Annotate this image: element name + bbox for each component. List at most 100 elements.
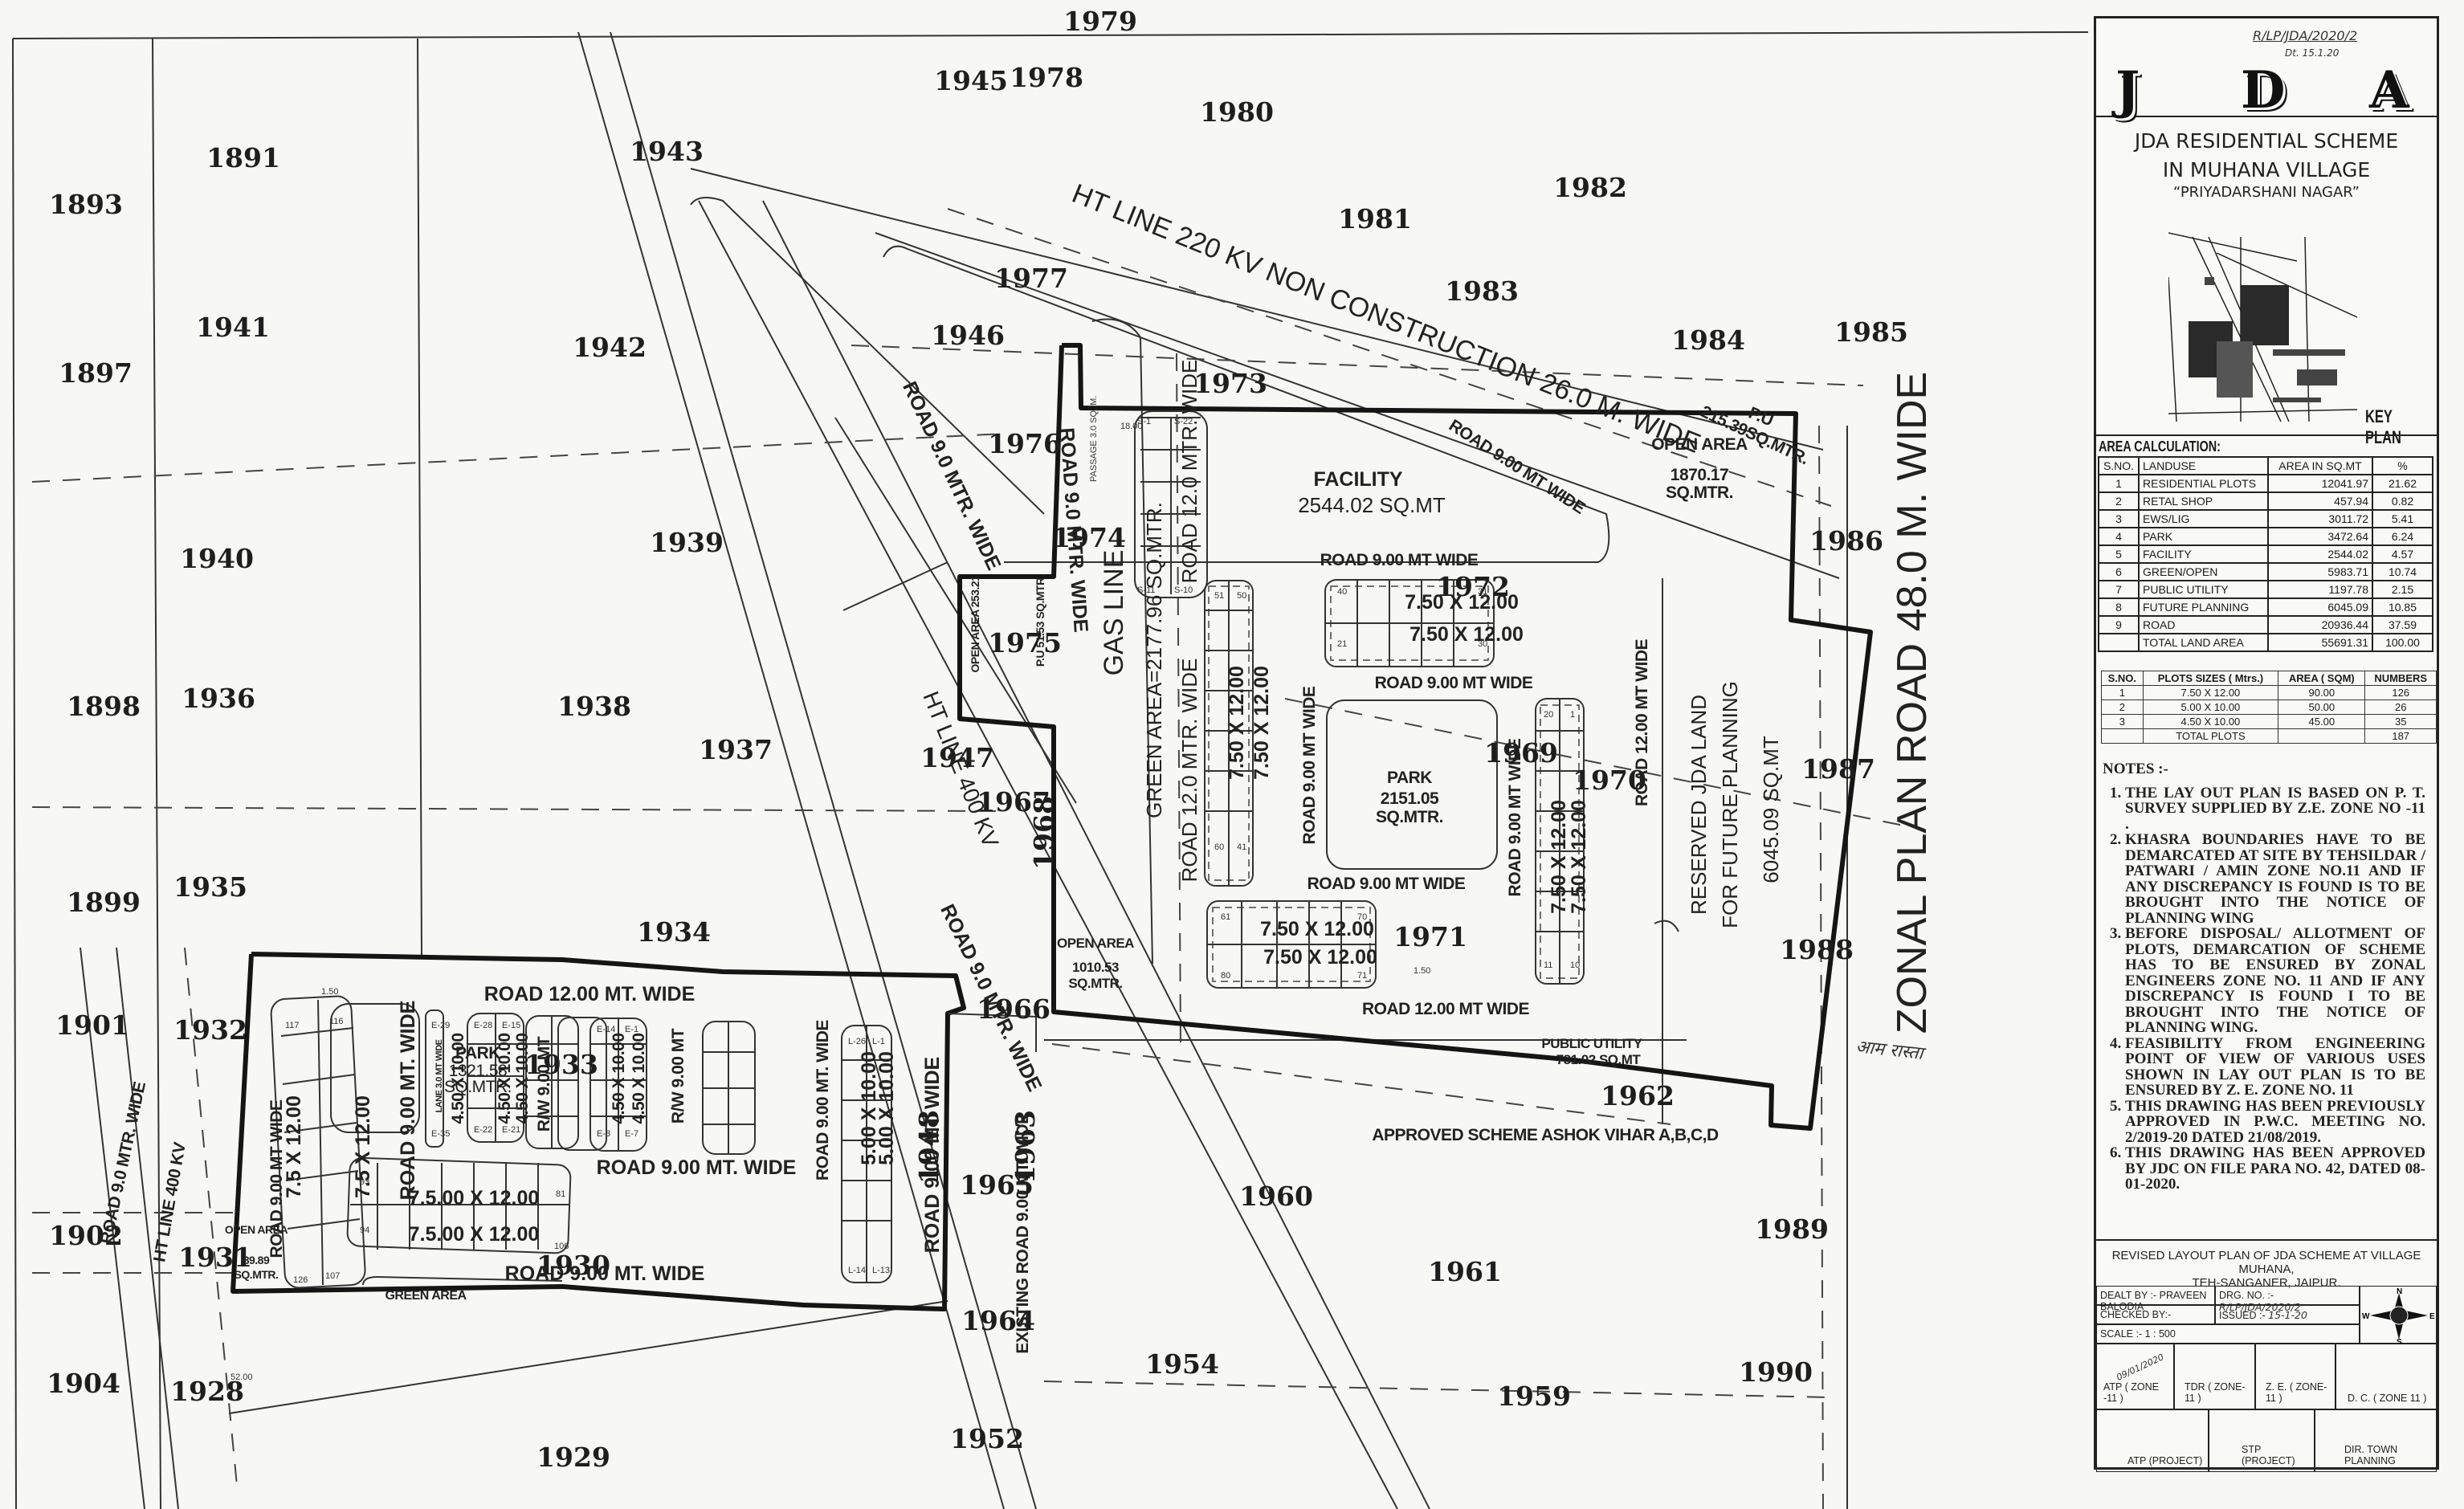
plot-numbers: 51 50 60 41 40 31 21 30 20 1 11 10 61 70…	[285, 417, 1580, 1285]
cell-area: 1197.78	[2267, 580, 2373, 599]
plot-size: 7.5 X 12.00	[283, 1095, 305, 1198]
header-sno: S.NO.	[2098, 456, 2140, 475]
plot-number: E-21	[502, 1125, 520, 1135]
cell-sno: 2	[2098, 491, 2140, 511]
road-label: ROAD 9.00 MT WIDE	[1375, 674, 1533, 692]
road-label: ROAD 12.00 MT. WIDE	[484, 983, 696, 1005]
khasra-number: 1976	[988, 428, 1062, 459]
khasra-number: 1983	[1445, 275, 1519, 307]
plot-number: 30	[1478, 639, 1487, 649]
khasra-number: 1932	[173, 1014, 247, 1046]
khasra-number: 1975	[988, 627, 1062, 659]
pu-51-label: P.U 51.53 SQ.MTR.	[1034, 575, 1046, 667]
cell-sno: 4	[2098, 527, 2140, 546]
key-plan-label: KEY PLAN	[2365, 406, 2401, 447]
open-area-value: 1010.53	[1072, 960, 1119, 975]
khasra-number: 1982	[1553, 172, 1627, 203]
khasra-number: 1939	[650, 527, 724, 558]
note-item: THIS DRAWING HAS BEEN APPROVED BY JDC ON…	[2125, 1145, 2425, 1193]
table-header: S.NO. PLOTS SIZES ( Mtrs.) AREA ( SQM) N…	[2101, 671, 2437, 686]
cell-landuse: GREEN/OPEN	[2138, 562, 2269, 581]
signatory-label: TDR ( ZONE-11 )	[2185, 1381, 2246, 1404]
approved-scheme-label: APPROVED SCHEME ASHOK VIHAR A,B,C,D	[1372, 1126, 1719, 1144]
khasra-numbers: 1893 1891 1943 1945 1978 1980 1981 1982 …	[47, 6, 1908, 1473]
plot-number: 31	[1478, 587, 1487, 597]
park-area: 1321.58	[449, 1062, 507, 1080]
compass-north: N	[2397, 1287, 2402, 1296]
khasra-number: 1973	[1193, 368, 1267, 399]
khasra-number: 1929	[536, 1442, 610, 1473]
plot-number: 107	[325, 1271, 340, 1281]
khasra-number: 1986	[1809, 525, 1883, 557]
cell-area: 12041.97	[2267, 474, 2373, 493]
issued-date: ISSUED :- 15-1-20	[2215, 1305, 2360, 1324]
cell-sno: 8	[2098, 597, 2140, 617]
cell-area: 90.00	[2278, 685, 2366, 700]
plot-number: 60	[1214, 842, 1224, 852]
khasra-number: 1974	[1052, 522, 1126, 553]
khasra-number: 1948	[913, 1110, 944, 1184]
signature-tdr-zone: TDR ( ZONE-11 )	[2174, 1344, 2255, 1409]
scheme-boundary-north	[957, 343, 1873, 1131]
plot-number: 51	[1214, 591, 1224, 601]
cell-landuse: TOTAL LAND AREA	[2138, 633, 2269, 652]
drawing-number: DRG. NO. :- R/LP/JDA/2020/2	[2215, 1286, 2360, 1313]
header-area: AREA ( SQM)	[2278, 671, 2366, 686]
cell-percent: 2.15	[2372, 580, 2433, 599]
map-linework	[12, 31, 2089, 1509]
plot-size: 7.50 X 12.00	[1409, 623, 1524, 646]
dimension-label: 52.00	[230, 1372, 253, 1382]
plot-number: 81	[556, 1189, 565, 1199]
open-area-unit: SQ.MTR.	[235, 1268, 279, 1281]
plot-number: 126	[293, 1275, 308, 1285]
cell-sno: 9	[2098, 615, 2140, 634]
khasra-number: 1937	[699, 734, 773, 765]
cell-plot-size: 7.50 X 12.00	[2142, 685, 2279, 700]
cell-percent: 37.59	[2372, 615, 2433, 634]
plot-number: S-11	[1137, 585, 1155, 595]
khasra-number: 1938	[557, 691, 631, 722]
plot-size: 7.50 X 12.00	[1568, 800, 1590, 914]
road-label: ROAD 9.00 MT WIDE	[1300, 686, 1319, 844]
dealt-by: DEALT BY :- PRAVEEN BALODIA	[2096, 1286, 2215, 1312]
khasra-number: 1964	[961, 1305, 1035, 1336]
plot-size: 5.00 X 10.00	[875, 1051, 898, 1165]
cell-area	[2278, 728, 2366, 744]
cell-area: 50.00	[2278, 699, 2366, 715]
zonal-road-label: ZONAL PLAN ROAD 48.0 M. WIDE	[1889, 372, 1936, 1034]
cell-landuse: PARK	[2138, 527, 2269, 546]
open-area-unit: SQ.MTR.	[1068, 976, 1122, 991]
plot-number: S-1	[1137, 417, 1151, 426]
cell-landuse: FACILITY	[2138, 544, 2269, 564]
plot-number: 21	[1337, 639, 1347, 649]
plot-size: 7.50 X 12.00	[1405, 591, 1519, 614]
plot-number: 70	[1357, 912, 1367, 922]
plot-number: 10	[1570, 960, 1580, 970]
khasra-number: 1987	[1801, 753, 1875, 785]
area-calculation-title: AREA CALCULATION:	[2099, 438, 2221, 455]
header-area: AREA IN SQ.MT	[2267, 456, 2373, 475]
cell-percent: 6.24	[2372, 527, 2433, 546]
signature-atp-project: ATP (PROJECT)	[2096, 1409, 2209, 1472]
road-label: ROAD 9.00 MT. WIDE	[814, 1020, 832, 1181]
logo-letter: A	[2369, 60, 2409, 120]
note-item: THIS DRAWING HAS BEEN PREVIOUSLY APPROVE…	[2125, 1098, 2425, 1146]
khasra-number: 1897	[59, 357, 133, 389]
table-header: S.NO. LANDUSE AREA IN SQ.MT %	[2098, 456, 2433, 475]
lane-label: LANE 3.0 MT WIDE	[434, 1039, 444, 1112]
khasra-number: 1959	[1497, 1381, 1571, 1412]
khasra-number: 1943	[630, 136, 704, 167]
open-area-label: OPEN AREA	[225, 1223, 288, 1236]
khasra-number: 1891	[206, 142, 280, 173]
khasra-number: 1984	[1671, 324, 1745, 356]
open-area-unit: SQ.MTR.	[1666, 483, 1733, 502]
road-label: ROAD 12.0 MTR. WIDE	[1177, 360, 1201, 584]
drg-no-value: R/LP/JDA/2020/2	[2219, 1301, 2301, 1313]
plot-sizes-table: S.NO. PLOTS SIZES ( Mtrs.) AREA ( SQM) N…	[2101, 671, 2437, 744]
plot-number: 106	[554, 1242, 569, 1251]
logo-letter: J	[2115, 60, 2140, 120]
